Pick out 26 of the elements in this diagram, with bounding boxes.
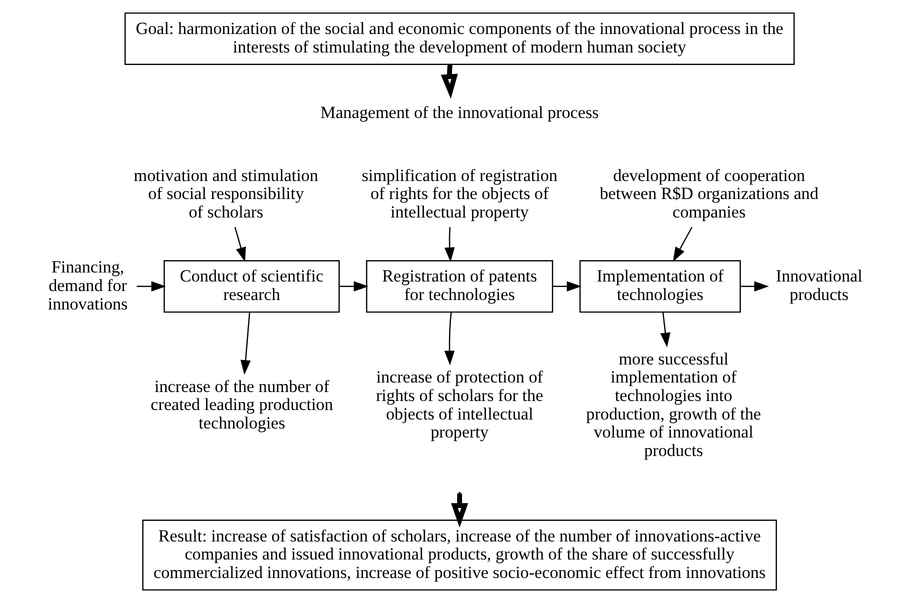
arrow — [444, 312, 454, 366]
node-text: Innovational products — [775, 266, 862, 304]
node-text: simplification of registration of rights for the objects of intellectual property — [361, 166, 557, 222]
arrow — [338, 281, 368, 292]
arrow — [552, 281, 581, 292]
node-text: more successful implementation of technologies into production, growth of the volume of innovational products — [586, 349, 761, 460]
arrow — [444, 227, 454, 262]
node-box: Implementation of technologies — [578, 260, 740, 313]
node-text: development of cooperation between R$D organizations and companies — [599, 166, 818, 222]
arrow — [440, 64, 458, 99]
node-box: Conduct of scientific research — [163, 260, 340, 313]
node-text: motivation and stimulation of social responsibility of scholars — [133, 166, 318, 222]
node-text: increase of the number of created leading production technologies — [150, 376, 333, 432]
node-box: Goal: harmonization of the social and economic components of the innovational process in the interests of stimulating the development of modern human society — [124, 12, 794, 66]
node-box: Result: increase of satisfaction of scholars, increase of the number of innovations-active companies and issued innovational products, growth of the share of successfully commercialized innovations, increase of positive socio-economic effect from innovations — [142, 520, 776, 591]
arrow — [234, 226, 246, 262]
node-text: Management of the innovational process — [320, 102, 598, 122]
arrow — [136, 281, 166, 292]
node-text: Financing, demand for innovations — [47, 258, 128, 314]
arrow — [450, 494, 468, 528]
node-box: Registration of patents for technologies — [366, 260, 553, 313]
arrow — [740, 281, 768, 292]
node-text: increase of protection of rights of scholars for the objects of intellectual property — [375, 368, 543, 442]
arrow — [660, 312, 670, 348]
arrow — [240, 312, 250, 375]
arrow — [672, 226, 692, 262]
